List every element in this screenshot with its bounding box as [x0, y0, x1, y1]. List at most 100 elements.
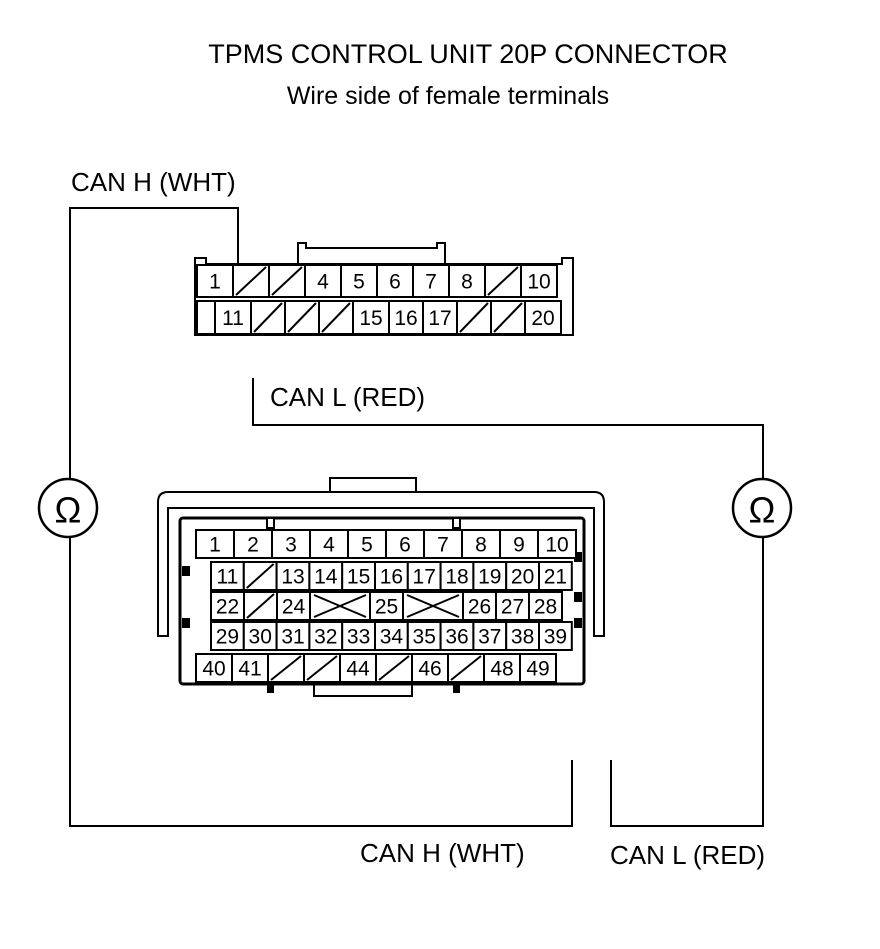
can-h-wire-bottom — [69, 538, 573, 827]
unused-pin-slash — [450, 655, 482, 681]
pin-number: 36 — [445, 626, 468, 649]
pin-cell — [406, 561, 442, 591]
unused-pin-slash — [253, 302, 283, 333]
pin-number: 9 — [513, 534, 525, 557]
connector-20p-housing — [194, 257, 574, 336]
pin-number: 35 — [413, 626, 436, 649]
pin-cell — [519, 653, 557, 683]
pin-cell — [495, 591, 530, 621]
pin-cell — [505, 561, 541, 591]
pin-number: 17 — [428, 307, 451, 330]
ohmmeter-right: Ω — [731, 477, 793, 539]
pin-cell — [499, 529, 539, 559]
pin-number: 5 — [353, 271, 365, 294]
can-l-bottom-label: CAN L (RED) — [610, 840, 765, 870]
pin-cell — [538, 621, 573, 651]
pin-number: 15 — [347, 566, 370, 589]
pin-number: 48 — [490, 658, 513, 681]
pin-cell — [304, 264, 342, 298]
guide-mark — [574, 618, 582, 628]
pin-number: 24 — [282, 596, 306, 619]
pin-number: 32 — [314, 626, 337, 649]
can-l-wire-top — [252, 378, 764, 480]
pin-number: 15 — [359, 307, 382, 330]
connector-20p-latch — [297, 242, 446, 264]
pin-number: 21 — [544, 566, 567, 589]
pin-cell — [210, 591, 245, 621]
pin-cell — [340, 264, 378, 298]
pin-cell — [275, 621, 311, 651]
guide-mark — [574, 592, 582, 602]
unused-pin-slash — [270, 655, 302, 681]
pin-number: 17 — [413, 566, 436, 589]
pin-number: 6 — [389, 271, 401, 294]
unused-pin-slash — [235, 266, 267, 296]
unused-pin-slash — [246, 563, 275, 589]
pin-number: 16 — [394, 307, 417, 330]
pin-number: 44 — [346, 658, 370, 681]
pin-number: 5 — [361, 534, 373, 557]
unused-pin-slash — [321, 302, 351, 333]
ohmmeter-right-circle — [731, 477, 793, 539]
pin-number: 20 — [531, 307, 554, 330]
pin-cell — [483, 653, 521, 683]
lock-tab — [453, 684, 460, 693]
pin-cell — [341, 561, 377, 591]
connector-49p-bottom-key — [313, 684, 413, 697]
pin-number: 40 — [202, 658, 225, 681]
can-h-top-label: CAN H (WHT) — [71, 167, 236, 197]
unused-pin-slash — [459, 302, 489, 333]
pin-number: 22 — [216, 596, 239, 619]
unused-pin-cross — [406, 594, 460, 618]
pin-cell — [196, 300, 216, 335]
pin-number: 39 — [544, 626, 567, 649]
pin-cell — [439, 621, 475, 651]
pin-number: 7 — [437, 534, 449, 557]
pin-number: 28 — [534, 596, 557, 619]
diagram-title: TPMS CONTROL UNIT 20P CONNECTOR — [208, 39, 728, 69]
pin-cell — [276, 591, 311, 621]
pin-number: 4 — [323, 534, 335, 557]
pin-number: 18 — [445, 566, 468, 589]
connector-49p-body — [178, 516, 586, 686]
pin-number: 7 — [425, 271, 437, 294]
pin-number: 6 — [399, 534, 411, 557]
unused-pin-slash — [246, 593, 275, 619]
pin-number: 8 — [461, 271, 473, 294]
pin-number: 14 — [314, 566, 338, 589]
pin-number: 29 — [216, 626, 239, 649]
can-l-mid-label: CAN L (RED) — [270, 382, 425, 412]
pin-number: 10 — [545, 534, 568, 557]
pin-number: 16 — [380, 566, 403, 589]
connector-20p-row2: 11 15 16 17 20 — [196, 300, 562, 335]
pin-cell — [423, 529, 463, 559]
unused-pin-slash — [287, 302, 317, 333]
pin-number: 37 — [478, 626, 501, 649]
pin-cell — [376, 264, 414, 298]
lock-tab — [266, 517, 275, 529]
unused-pin-slash — [378, 655, 410, 681]
pin-cell — [210, 561, 245, 591]
pin-cell — [422, 300, 458, 335]
guide-mark — [574, 552, 582, 562]
pin-number: 49 — [526, 658, 549, 681]
guide-mark — [182, 618, 190, 628]
pin-number: 2 — [247, 534, 259, 557]
pin-number: 46 — [418, 658, 441, 681]
pin-number: 26 — [468, 596, 491, 619]
pin-cell — [412, 264, 450, 298]
pin-cell — [275, 561, 311, 591]
pin-number: 19 — [478, 566, 501, 589]
can-h-bottom-label: CAN H (WHT) — [360, 838, 525, 868]
pin-cell — [537, 529, 577, 559]
pin-number: 11 — [216, 566, 238, 589]
pin-cell — [341, 621, 377, 651]
pin-number: 11 — [222, 307, 244, 330]
